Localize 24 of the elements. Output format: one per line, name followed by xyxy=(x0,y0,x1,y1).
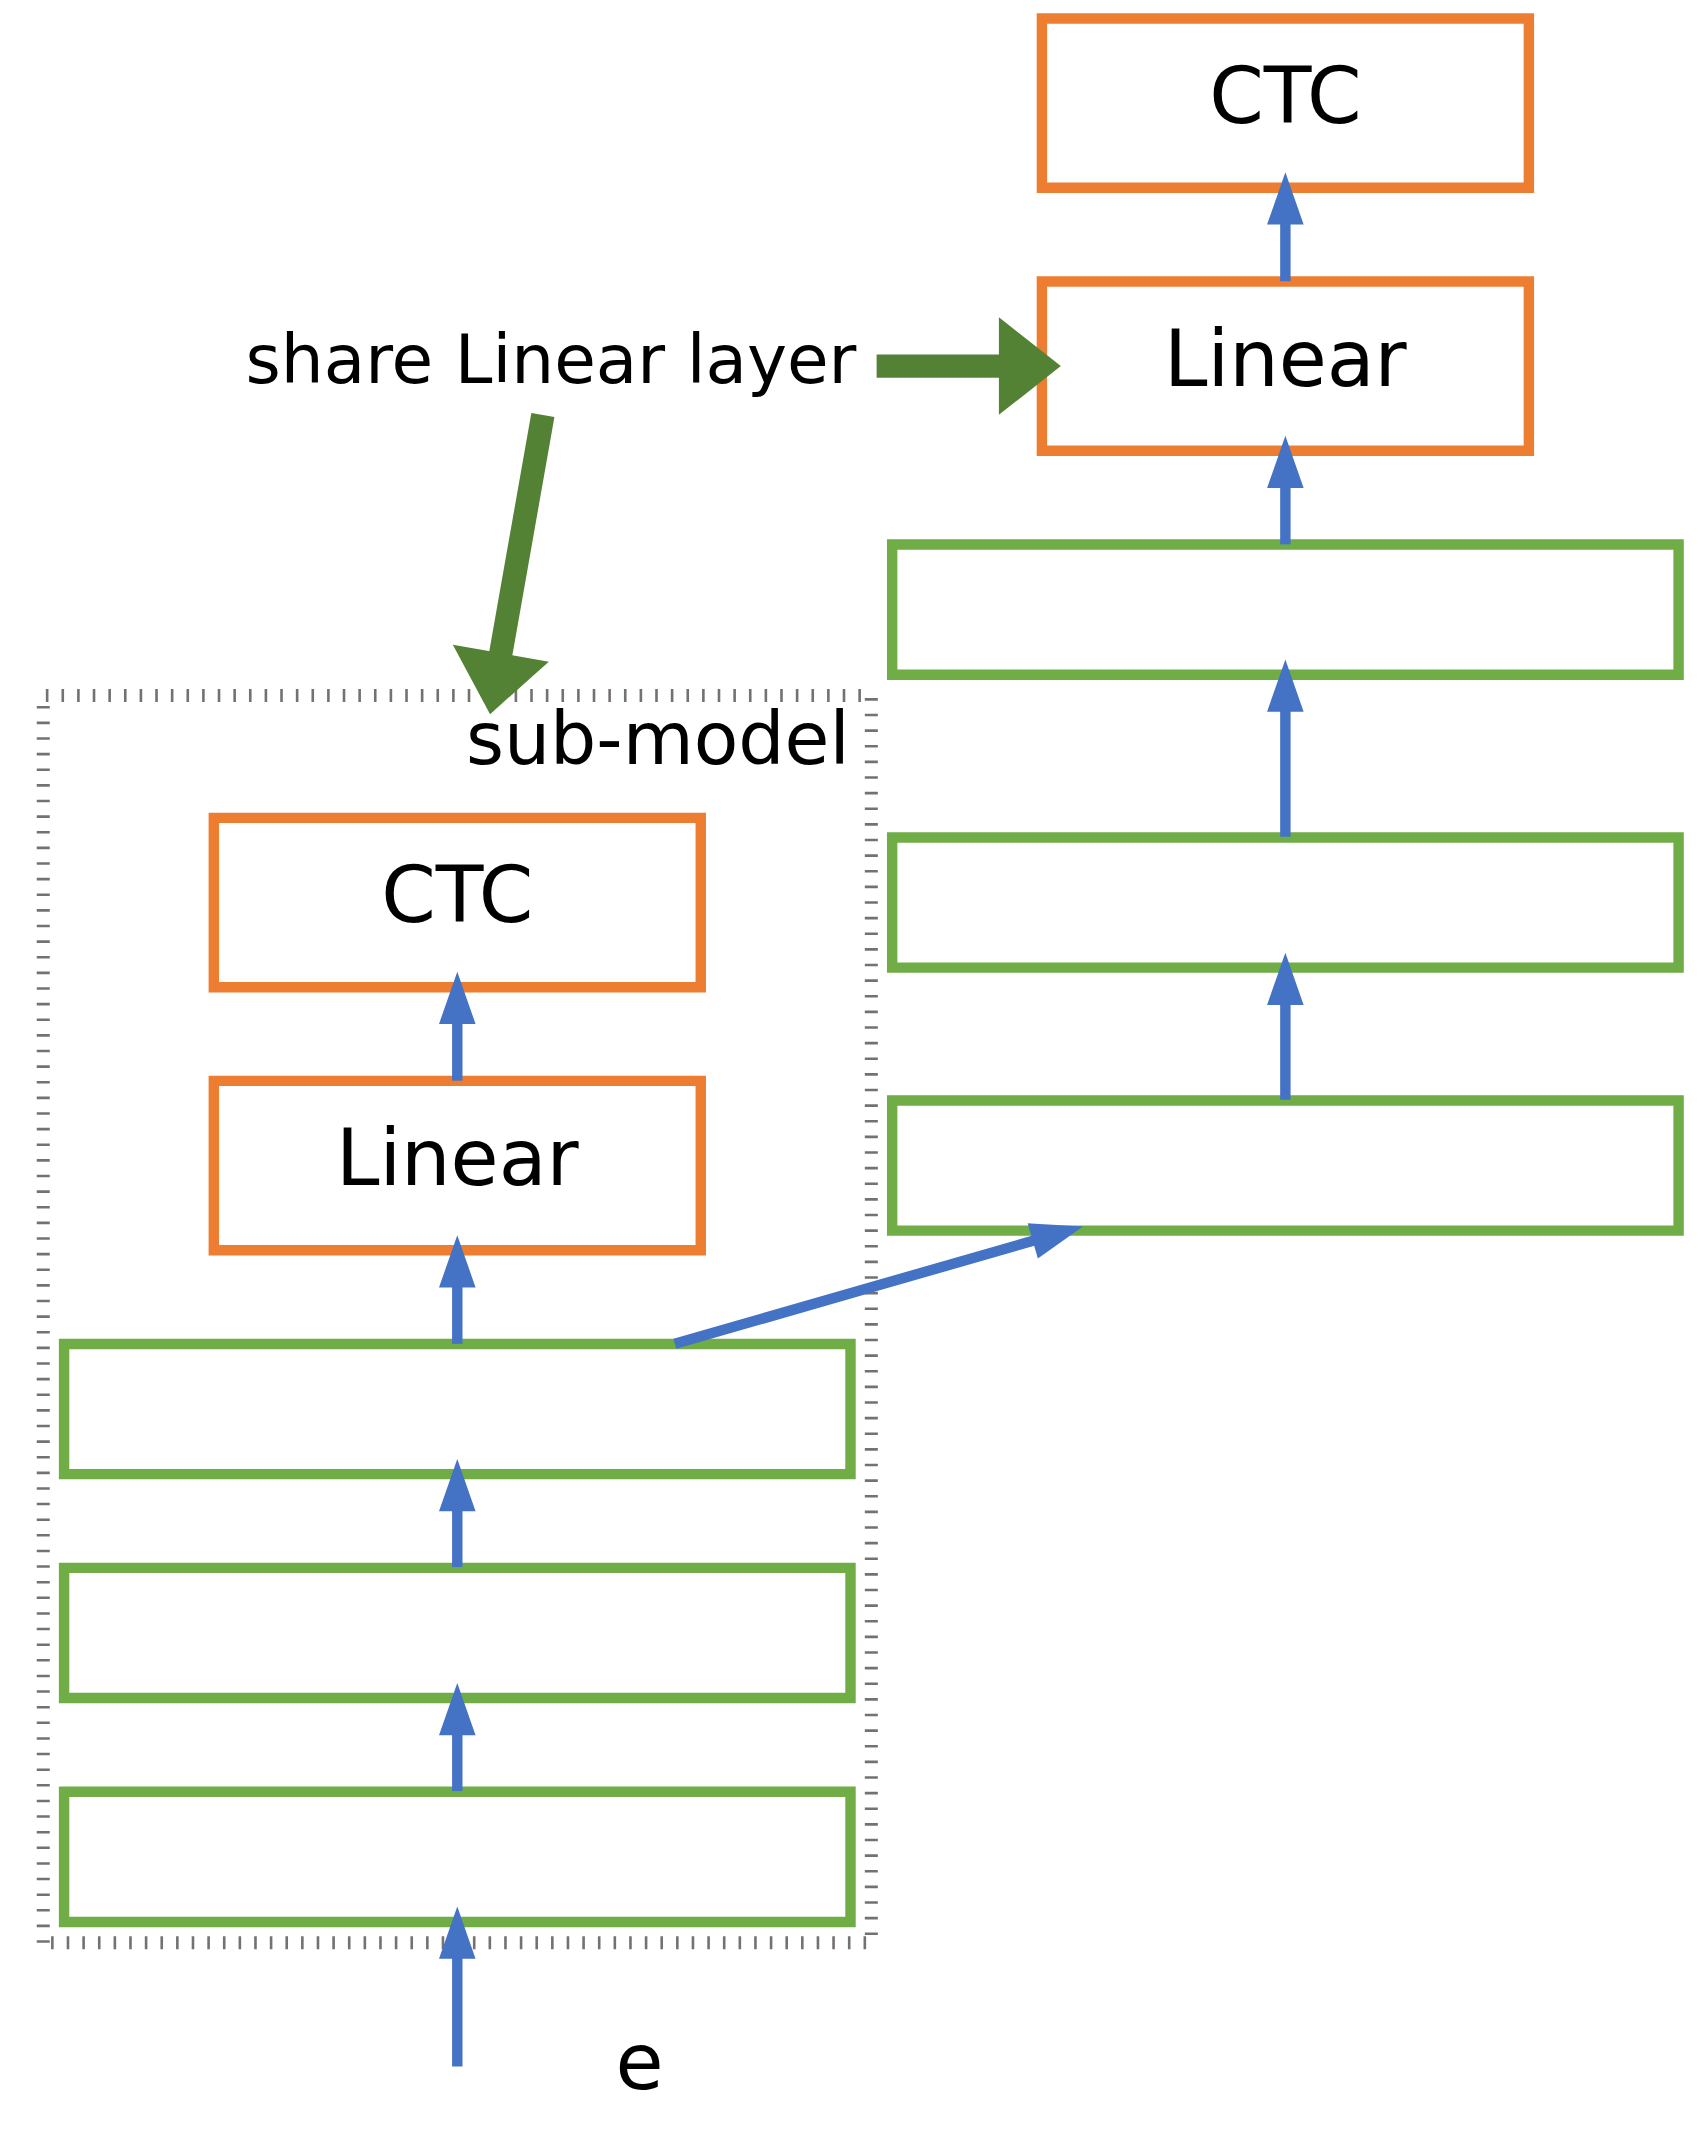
arrow xyxy=(1266,435,1304,545)
arrow xyxy=(672,1223,1083,1349)
node-box xyxy=(886,539,1684,680)
arrow xyxy=(438,971,476,1081)
arrow xyxy=(438,1459,476,1568)
arrow xyxy=(452,412,554,715)
node-box: CTC xyxy=(208,812,706,993)
arrow xyxy=(438,1682,476,1792)
node-box: Linear xyxy=(208,1075,706,1256)
node-text: share Linear layer xyxy=(245,319,856,399)
arrow xyxy=(1266,172,1304,282)
node-box xyxy=(886,1095,1684,1236)
node-box xyxy=(58,1562,856,1704)
node-box: CTC xyxy=(1036,13,1534,193)
arrow xyxy=(1266,659,1304,837)
node-box xyxy=(58,1338,856,1480)
node-box xyxy=(58,1786,856,1928)
node-box xyxy=(886,832,1684,973)
arrow xyxy=(876,317,1061,415)
label: e xyxy=(615,2015,664,2107)
arrow xyxy=(438,1235,476,1344)
arrow xyxy=(438,1906,476,2067)
arrow xyxy=(1266,952,1304,1100)
node-box: Linear xyxy=(1036,276,1534,456)
